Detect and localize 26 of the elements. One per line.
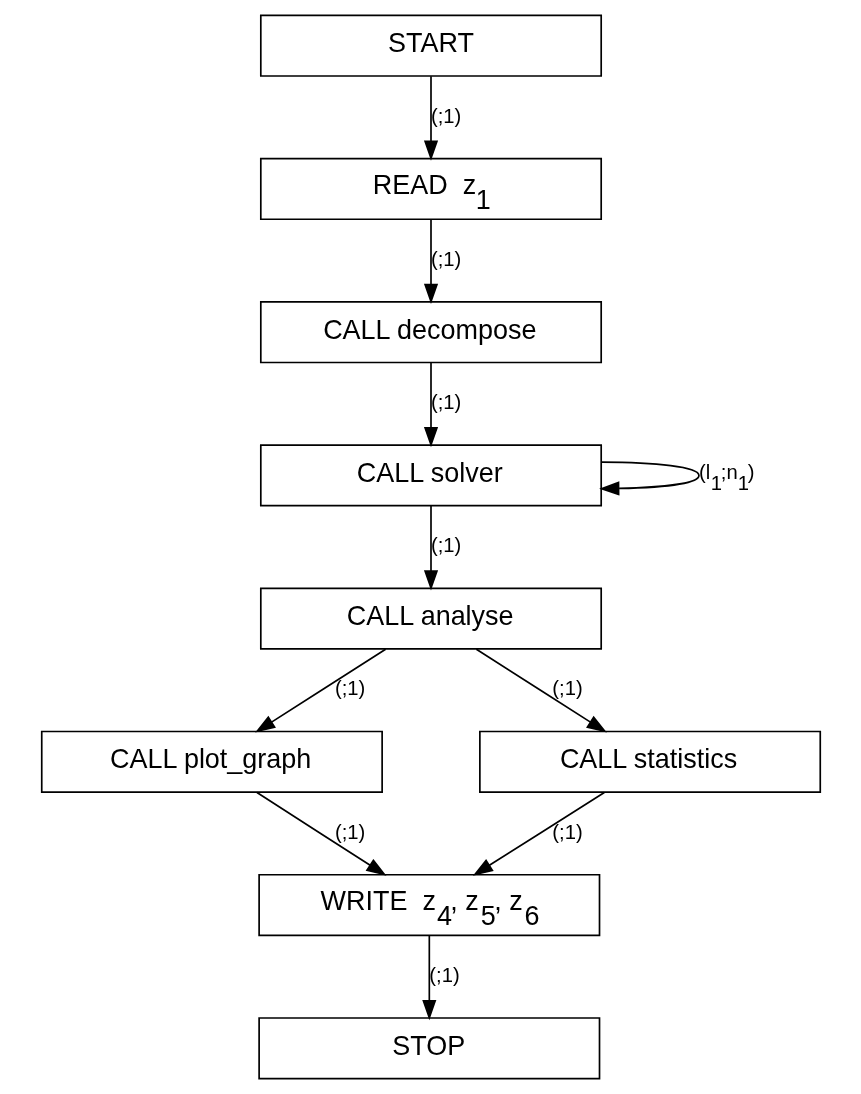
node-box: START xyxy=(259,14,602,77)
arrow xyxy=(423,75,438,161)
arrow xyxy=(475,648,607,733)
node-box: CALL plot_graph xyxy=(40,730,383,794)
edge-label: (;1) xyxy=(430,247,461,270)
node-box: CALL analyse xyxy=(259,587,602,650)
node-box: CALL decompose xyxy=(259,300,602,364)
edge-label: (;1) xyxy=(430,104,461,127)
node-box: CALL solver xyxy=(259,444,602,507)
node-box: CALL statistics xyxy=(478,730,821,794)
edge-label: (;1) xyxy=(428,963,460,986)
arrow xyxy=(421,934,436,1021)
edge-label: (;1) xyxy=(430,390,461,413)
arrow xyxy=(255,791,386,876)
edge-label: (;1) xyxy=(551,677,583,700)
edge-label: (;1) xyxy=(334,677,365,700)
arrow xyxy=(472,791,605,876)
node-box: STOP xyxy=(257,1017,600,1080)
edge-label: (;1) xyxy=(334,820,365,843)
arrow xyxy=(423,218,438,305)
arrow xyxy=(423,361,438,448)
edge-label: (;1) xyxy=(430,534,461,557)
edge-label: (;1) xyxy=(551,820,583,843)
arrow xyxy=(254,648,386,733)
arrow xyxy=(423,505,438,591)
arrow xyxy=(598,461,700,496)
